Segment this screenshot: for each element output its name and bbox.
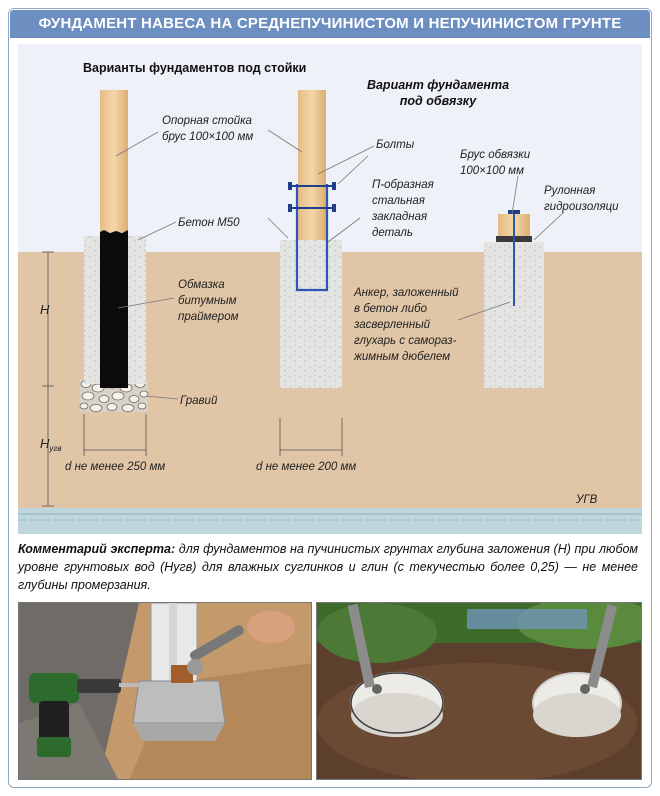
label-bolts: Болты xyxy=(376,139,415,151)
heading-frame-1: Вариант фундамента xyxy=(367,78,509,92)
label-coating-2: битумным xyxy=(178,295,237,307)
label-coating-1: Обмазка xyxy=(178,279,225,291)
heading-frame-2: под обвязку xyxy=(400,94,477,108)
label-anchor-4: глухарь с самораз- xyxy=(354,335,457,347)
foundation-3 xyxy=(484,210,544,388)
label-concrete: Бетон М50 xyxy=(178,217,240,229)
foundation-diagram: Варианты фундаментов под стойки Вариант … xyxy=(18,44,642,534)
label-roll-2: гидроизоляци xyxy=(544,201,619,213)
label-H: H xyxy=(40,302,50,317)
label-ugv: УГВ xyxy=(575,494,598,506)
label-gravel: Гравий xyxy=(180,395,218,407)
u-bracket xyxy=(295,184,329,292)
page-title: ФУНДАМЕНТ НАВЕСА НА СРЕДНЕПУЧИНИСТОМ И Н… xyxy=(10,10,650,38)
label-bracket-1: П-образная xyxy=(372,179,434,191)
label-anchor-1: Анкер, заложенный xyxy=(353,287,459,299)
post-1 xyxy=(100,90,128,232)
foundation-2 xyxy=(280,90,342,388)
label-coating-3: праймером xyxy=(178,311,239,323)
photo-round-footings xyxy=(316,602,642,780)
label-roll-1: Рулонная xyxy=(544,185,595,197)
label-post-2: брус 100×100 мм xyxy=(162,131,253,143)
groundwater-area xyxy=(18,508,642,534)
concrete-footing-2 xyxy=(280,240,342,388)
bitumen-coating xyxy=(100,230,128,388)
label-anchor-3: засверленный xyxy=(353,319,431,331)
label-d1: d не менее 250 мм xyxy=(65,461,165,473)
post-2 xyxy=(298,90,326,240)
label-post-1: Опорная стойка xyxy=(162,115,252,127)
label-beam-1: Брус обвязки xyxy=(460,149,531,161)
dimension-H xyxy=(42,251,54,507)
label-d2: d не менее 200 мм xyxy=(256,461,356,473)
photo-post-installation xyxy=(18,602,312,780)
label-bracket-2: стальная xyxy=(372,195,425,207)
dimension-d2 xyxy=(279,418,343,456)
label-beam-2: 100×100 мм xyxy=(460,165,524,177)
foundation-1 xyxy=(79,90,149,412)
dimension-d1 xyxy=(83,414,147,456)
heading-posts: Варианты фундаментов под стойки xyxy=(83,61,306,75)
label-bracket-4: деталь xyxy=(372,227,413,239)
expert-comment: Комментарий эксперта: для фундаментов на… xyxy=(18,540,638,594)
comment-lead: Комментарий эксперта: xyxy=(18,542,176,556)
comment-text: для фундаментов на пучинистых грунтах гл… xyxy=(18,542,639,592)
label-bracket-3: закладная xyxy=(371,211,427,223)
bolt-bottom xyxy=(288,204,336,212)
label-Hugv: Hугв xyxy=(40,436,62,453)
label-anchor-5: жимным дюбелем xyxy=(353,351,450,363)
label-anchor-2: в бетон либо xyxy=(354,303,428,315)
bolt-top xyxy=(288,182,336,190)
